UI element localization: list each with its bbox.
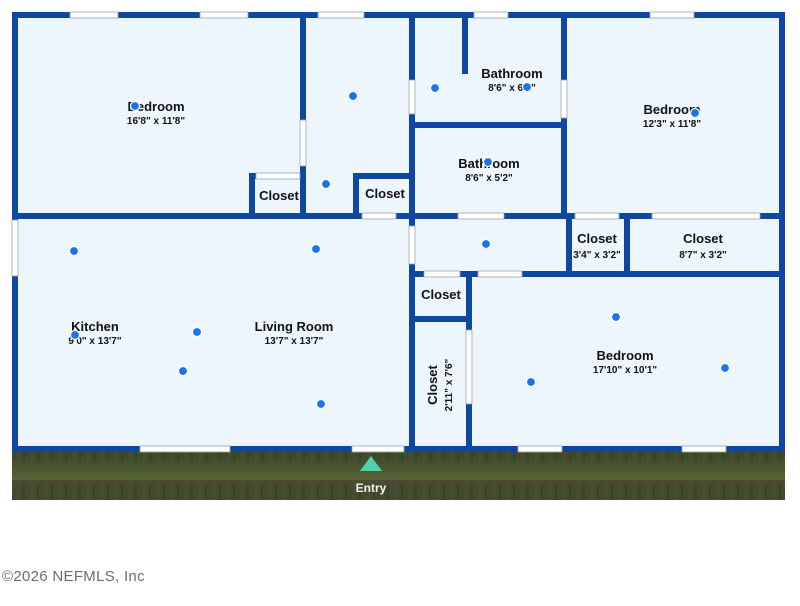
floor-plan: Bedroom 16'8" x 11'8" Bathroom 8'6" x 6'… bbox=[11, 11, 785, 500]
room-dims-bedroom-se: 17'10" x 10'1" bbox=[593, 365, 658, 376]
door bbox=[457, 212, 505, 220]
window bbox=[473, 11, 509, 19]
camera-hotspot-icon[interactable] bbox=[482, 156, 494, 168]
door bbox=[408, 225, 416, 265]
camera-hotspot-icon[interactable] bbox=[347, 90, 359, 102]
room-dims-kitchen: 9'0" x 13'7" bbox=[68, 336, 121, 347]
camera-hotspot-icon[interactable] bbox=[320, 178, 332, 190]
window bbox=[517, 445, 563, 453]
camera-hotspot-icon[interactable] bbox=[68, 245, 80, 257]
door bbox=[477, 270, 523, 278]
room-name-bedroom-ne: Bedroom bbox=[643, 102, 700, 117]
room-dims-bathroom-mid: 8'6" x 5'2" bbox=[465, 173, 513, 184]
window bbox=[649, 11, 695, 19]
camera-hotspot-icon[interactable] bbox=[310, 243, 322, 255]
room-dims-bathroom-n: 8'6" x 6'1" bbox=[488, 83, 536, 94]
camera-hotspot-icon[interactable] bbox=[191, 326, 203, 338]
entry-arrow-icon[interactable] bbox=[360, 456, 382, 471]
room-name-closet-small: Closet bbox=[577, 231, 617, 246]
window bbox=[11, 219, 19, 277]
openings bbox=[11, 11, 761, 453]
entry-label: Entry bbox=[356, 481, 387, 495]
door bbox=[651, 212, 761, 220]
copyright-notice: ©2026 NEFMLS, Inc bbox=[2, 568, 145, 585]
room-name-kitchen: Kitchen bbox=[71, 319, 119, 334]
camera-hotspot-icon[interactable] bbox=[610, 311, 622, 323]
room-name-closet-wide: Closet bbox=[683, 231, 723, 246]
camera-hotspot-icon[interactable] bbox=[177, 365, 189, 377]
room-name-closet-vertical: Closet bbox=[425, 364, 440, 404]
door bbox=[465, 329, 473, 405]
room-name-closet-center: Closet bbox=[421, 287, 461, 302]
room-name-bathroom-n: Bathroom bbox=[481, 66, 542, 81]
camera-hotspot-icon[interactable] bbox=[129, 100, 141, 112]
camera-hotspot-icon[interactable] bbox=[689, 107, 701, 119]
camera-hotspot-icon[interactable] bbox=[315, 398, 327, 410]
room-dims-bedroom-nw: 16'8" x 11'8" bbox=[127, 116, 185, 127]
door bbox=[574, 212, 620, 220]
door bbox=[560, 79, 568, 119]
window bbox=[681, 445, 727, 453]
door bbox=[408, 79, 416, 115]
floor-area bbox=[12, 12, 785, 452]
hotspots bbox=[68, 81, 731, 410]
window bbox=[199, 11, 249, 19]
room-dims-living-room: 13'7" x 13'7" bbox=[265, 336, 324, 347]
camera-hotspot-icon[interactable] bbox=[521, 81, 533, 93]
outdoor-background bbox=[12, 452, 785, 500]
door bbox=[255, 172, 301, 180]
door bbox=[351, 445, 405, 453]
door bbox=[423, 270, 461, 278]
camera-hotspot-icon[interactable] bbox=[429, 82, 441, 94]
camera-hotspot-icon[interactable] bbox=[525, 376, 537, 388]
window bbox=[69, 11, 119, 19]
door bbox=[361, 212, 397, 220]
room-labels: Bedroom 16'8" x 11'8" Bathroom 8'6" x 6'… bbox=[68, 66, 727, 411]
room-dims-closet-small: 3'4" x 3'2" bbox=[573, 250, 621, 261]
camera-hotspot-icon[interactable] bbox=[719, 362, 731, 374]
door bbox=[299, 119, 307, 167]
room-name-living-room: Living Room bbox=[255, 319, 334, 334]
room-name-closet-hall: Closet bbox=[365, 186, 405, 201]
room-dims-closet-wide: 8'7" x 3'2" bbox=[679, 250, 727, 261]
room-name-bedroom-nw: Bedroom bbox=[127, 99, 184, 114]
room-name-bedroom-se: Bedroom bbox=[596, 348, 653, 363]
window bbox=[139, 445, 231, 453]
room-name-closet-nw: Closet bbox=[259, 188, 299, 203]
room-dims-bedroom-ne: 12'3" x 11'8" bbox=[643, 119, 701, 130]
camera-hotspot-icon[interactable] bbox=[69, 329, 81, 341]
camera-hotspot-icon[interactable] bbox=[480, 238, 492, 250]
room-dims-closet-vertical: 2'11" x 7'6" bbox=[444, 358, 455, 411]
window bbox=[317, 11, 365, 19]
